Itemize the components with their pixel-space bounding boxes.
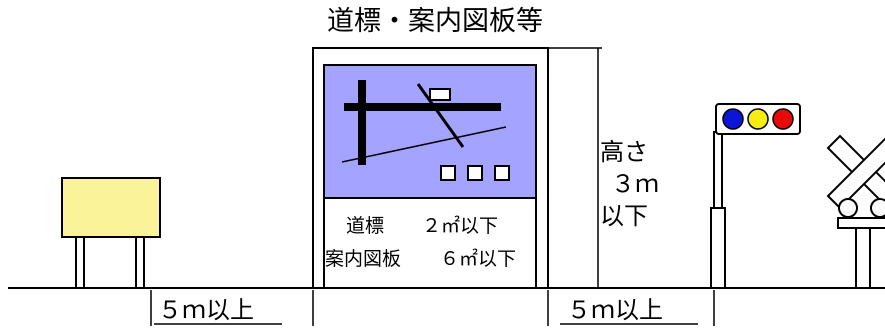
small-board-panel — [61, 177, 161, 238]
sign-text-guide-map-limit: ６㎡以下 — [440, 247, 516, 270]
height-label-3: 以下 — [600, 202, 648, 230]
distance-left: ５ｍ以上 — [150, 290, 314, 326]
distance-right-label: ５ｍ以上 — [567, 296, 663, 324]
small-roadside-board — [61, 177, 161, 289]
guide-map-sign: 道標 ２㎡以下 案内図板 ６㎡以下 — [312, 47, 549, 289]
signal-light-blue — [722, 108, 744, 130]
crossing-crossbar — [837, 217, 885, 229]
crossing-lamp-left — [838, 198, 858, 218]
traffic-signal — [710, 103, 801, 289]
map-drawing — [341, 80, 510, 181]
sign-text-guide-map: 案内図板 — [325, 248, 401, 270]
crossing-arm-2 — [826, 137, 885, 210]
sign-text-road-marker-limit: ２㎡以下 — [422, 214, 498, 237]
signal-light-red — [772, 108, 794, 130]
map-building-3 — [494, 165, 510, 181]
map-road-diagonal — [416, 83, 465, 148]
map-building-1 — [440, 165, 456, 181]
small-board-leg-left — [75, 236, 85, 289]
distance-left-label: ５ｍ以上 — [158, 296, 254, 324]
map-building-top — [429, 88, 451, 101]
height-dimension: 高さ ３ｍ 以下 — [548, 47, 659, 288]
railway-crossing-sign — [826, 134, 885, 289]
crossing-lamp-right — [870, 198, 885, 218]
map-building-2 — [467, 165, 483, 181]
signal-pole-base — [710, 207, 726, 289]
height-label-2: ３ｍ — [611, 170, 659, 198]
height-label-1: 高さ — [600, 138, 648, 166]
diagram-title: 道標・案内図板等 — [327, 6, 543, 37]
distance-right: ５ｍ以上 — [547, 290, 715, 326]
signal-light-yellow — [747, 108, 769, 130]
small-board-leg-right — [135, 236, 145, 289]
sign-text-road-marker: 道標 — [346, 215, 384, 237]
map-road-thin — [341, 126, 507, 163]
